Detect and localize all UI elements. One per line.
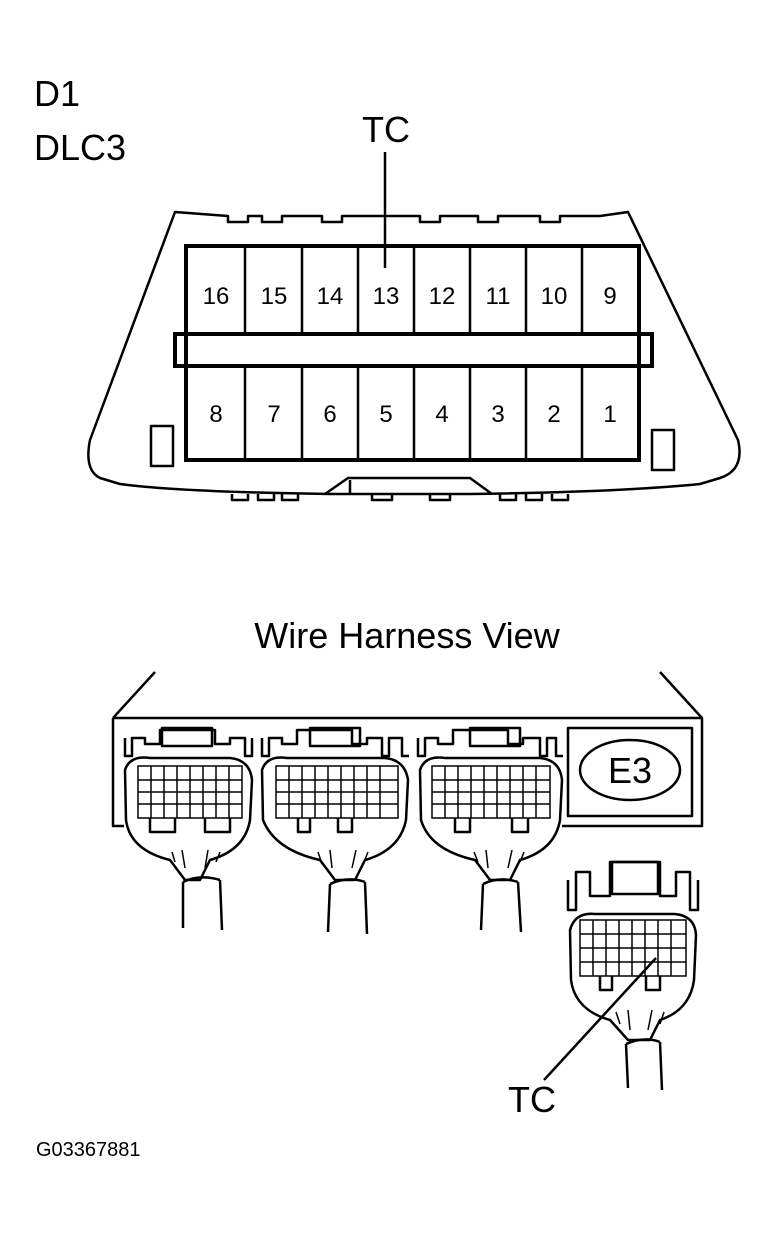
dlc3-pin-label: 15	[261, 283, 288, 310]
dlc3-pin-label: 12	[429, 283, 456, 310]
dlc3-pin-label: 7	[267, 401, 280, 428]
e3-label-box	[566, 726, 694, 818]
harness-connector-2	[260, 726, 410, 935]
dlc3-pin-label: 5	[379, 401, 392, 428]
dlc3-pin-label: 9	[603, 283, 616, 310]
dlc3-housing	[87, 210, 741, 496]
figure-code: G03367881	[36, 1139, 141, 1161]
dlc3-center-bar	[173, 332, 654, 368]
ecu-edge-left	[112, 671, 156, 719]
dlc3-pin-label: 14	[317, 283, 344, 310]
dlc3-key	[324, 476, 493, 502]
ecu-body	[111, 716, 704, 828]
tc-label-bottom: TC	[508, 1079, 556, 1120]
e3-label-ellipse	[578, 738, 682, 802]
tc-leader-bottom	[543, 957, 657, 1081]
dlc3-pin-label: 3	[491, 401, 504, 428]
connector-id-label: D1	[34, 73, 80, 114]
wire-harness-view-title: Wire Harness View	[254, 615, 560, 656]
tc-label-top: TC	[362, 109, 410, 150]
dlc3-pin-label: 4	[435, 401, 448, 428]
connector-name-label: DLC3	[34, 127, 126, 168]
dlc3-pin-label: 11	[486, 283, 511, 310]
detached-connector	[566, 860, 700, 1091]
dlc3-left-slot	[149, 424, 175, 468]
dlc3-pin-label-tc: 13	[373, 283, 400, 310]
dlc3-pin-label: 1	[603, 401, 616, 428]
dlc3-pin-label: 8	[209, 401, 222, 428]
dlc3-pin-label: 10	[541, 283, 568, 310]
dlc3-right-slot	[650, 428, 676, 472]
dlc3-pin-field	[184, 244, 641, 462]
ecu-housing: E3	[111, 671, 704, 828]
ecu-edge-right	[659, 671, 703, 719]
dlc3-bottom-tabs	[230, 494, 570, 502]
dlc3-pin-label: 6	[323, 401, 336, 428]
dlc3-connector: 16 15 14 13 12 11 10 9 8 7 6 5 4 3 2 1	[87, 210, 741, 502]
dlc3-bottom-dividers	[243, 366, 584, 458]
harness-connector-1	[123, 726, 254, 931]
dlc3-pin-label: 2	[547, 401, 560, 428]
dlc3-pin-label: 16	[203, 283, 230, 310]
e3-label: E3	[608, 750, 652, 791]
harness-connector-3	[416, 726, 564, 933]
dlc3-top-dividers	[243, 248, 584, 334]
